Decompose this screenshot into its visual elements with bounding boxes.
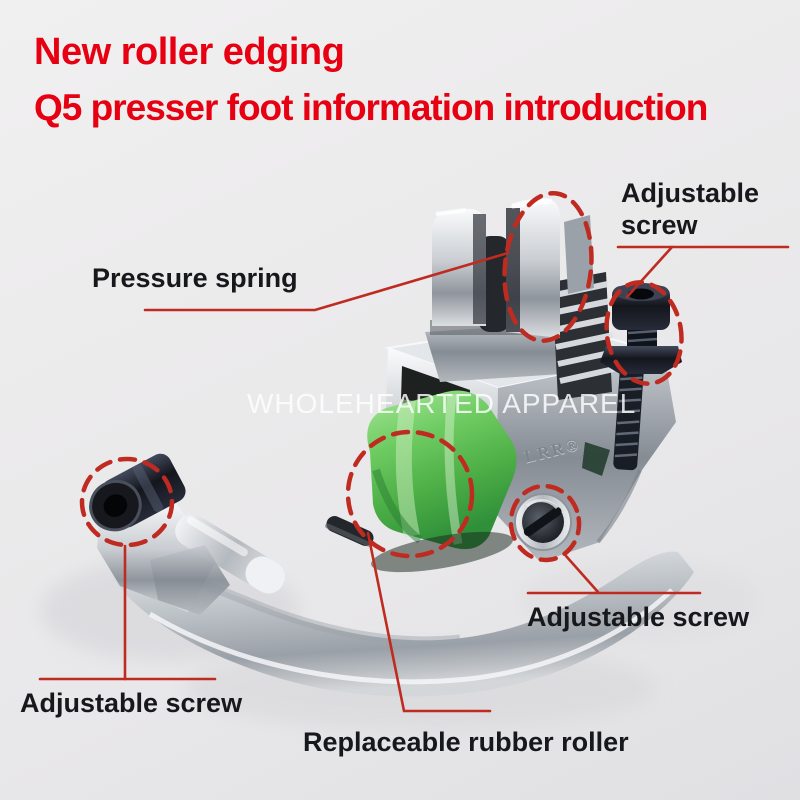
callout-ellipse-top-screw bbox=[604, 280, 684, 386]
callout-line-pressure-spring bbox=[143, 251, 510, 312]
callout-ellipse-bottom-screw bbox=[508, 483, 582, 563]
title-line-1: New roller edging bbox=[34, 31, 345, 73]
watermark: WHOLEHEARTED APPAREL bbox=[247, 388, 637, 419]
callout-line-bottom-right-screw bbox=[564, 554, 600, 594]
callout-ellipse-spring bbox=[502, 191, 594, 343]
label-adjustable-screw-top-right: Adjustable screw bbox=[621, 178, 760, 240]
left-adjustable-screw bbox=[89, 453, 186, 532]
label-adjustable-screw-bottom-left: Adjustable screw bbox=[20, 688, 243, 718]
page-title: New roller edging Q5 presser foot inform… bbox=[34, 24, 800, 136]
callout-line-top-screw bbox=[625, 245, 674, 299]
label-replaceable-rubber-roller: Replaceable rubber roller bbox=[303, 727, 629, 757]
callout-ellipse-left-screw bbox=[79, 456, 175, 548]
label-adjustable-screw-bottom-right: Adjustable screw bbox=[527, 602, 750, 632]
callout-ellipse-roller bbox=[345, 429, 475, 559]
foot-slot bbox=[325, 516, 374, 547]
fork-and-neck bbox=[425, 198, 615, 400]
pressure-spring-coil bbox=[549, 272, 615, 400]
callout-line-roller bbox=[366, 531, 492, 713]
bottom-adjustable-screw bbox=[514, 493, 572, 551]
title-line-2: Q5 presser foot information introduction bbox=[34, 87, 708, 128]
label-pressure-spring: Pressure spring bbox=[92, 263, 298, 293]
